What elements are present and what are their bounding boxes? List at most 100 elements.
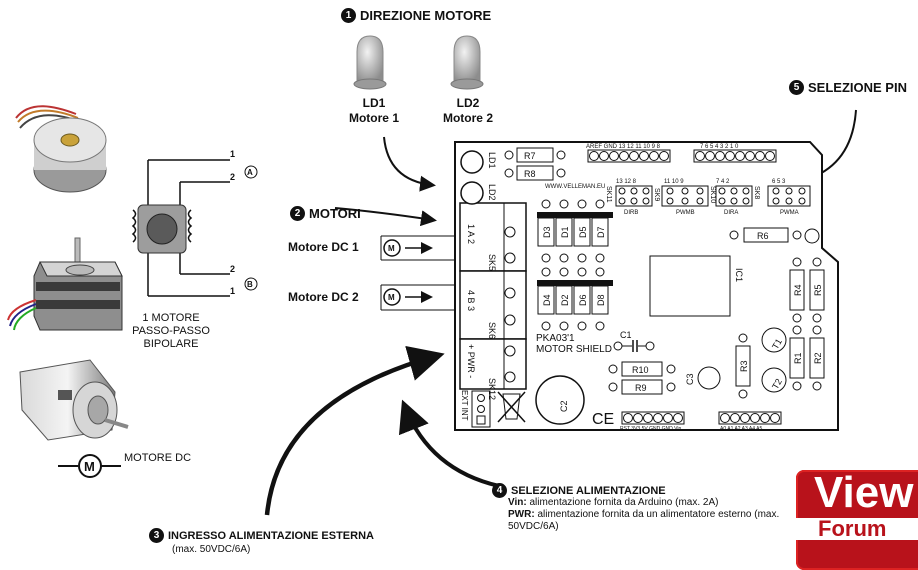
pcb-sk5-pins: 1 A 2 [466, 224, 476, 244]
section-4-number: 4 [492, 483, 507, 498]
view-forum-button[interactable]: View Forum [796, 470, 918, 570]
section-3-note: (max. 50VDC/6A) [172, 544, 251, 555]
stepper-motor-large-image [7, 237, 123, 331]
section-4-description: Vin: alimentazione fornita da Arduino (m… [508, 497, 793, 533]
dc-m-symbol-text: M [84, 459, 95, 474]
pcb-ext-int: EXT INT [460, 390, 469, 421]
pcb-label-sk12: SK12 [487, 378, 497, 400]
led-ld1-image [353, 35, 387, 90]
pcb-label-ic1: IC1 [734, 268, 744, 282]
pcb-label-d3: D3 [542, 226, 552, 238]
stepper-caption-line2: PASSO-PASSO [132, 325, 210, 337]
pcb-label-c3: C3 [685, 373, 695, 385]
motor-shield-diagram: R7 R8 R6 R10 R9 R4 R5 R1 R2 R3 D3 D1 D5 … [7, 35, 857, 516]
pcb-label-c1: C1 [620, 330, 632, 340]
view-forum-line2: Forum [796, 518, 918, 540]
pcb-label-r4: R4 [793, 284, 803, 296]
coil-a-label: A [247, 168, 253, 177]
pcb-label-r6: R6 [757, 231, 769, 241]
stepper-caption: 1 MOTORE PASSO-PASSO BIPOLARE [126, 312, 216, 351]
stepper-pin-1-bottom: 1 [230, 286, 235, 296]
pcb-label-r9: R9 [635, 383, 647, 393]
stepper-motor-small-image [15, 105, 107, 193]
pcb-label-d1: D1 [560, 226, 570, 238]
pcb-label-d6: D6 [578, 294, 588, 306]
section-5-header: 5 SELEZIONE PIN [789, 80, 907, 95]
pcb-label-d5: D5 [578, 226, 588, 238]
section-4-title: SELEZIONE ALIMENTAZIONE [511, 484, 666, 497]
dc1-m-symbol-text: M [388, 244, 395, 253]
stepper-caption-line3: BIPOLARE [143, 338, 199, 350]
pcb-pinsel-label-pwma: PWMA [780, 210, 799, 216]
pwr-text: alimentazione fornita da un alimentatore… [508, 509, 780, 532]
pcb-label-r7: R7 [524, 151, 536, 161]
led-ld2-motor: Motore 2 [442, 111, 493, 125]
pwr-key: PWR: [508, 509, 535, 520]
section-3-number: 3 [149, 528, 164, 543]
pcb-board [454, 141, 839, 431]
motor-dc2-symbol [380, 284, 460, 311]
dc-motor-image [19, 359, 129, 441]
pcb-label-c2: C2 [559, 400, 569, 412]
arrow-leds [383, 136, 436, 192]
section-3-header: 3 INGRESSO ALIMENTAZIONE ESTERNA [149, 528, 374, 543]
pcb-pinsel-label-pwmb: PWMB [676, 210, 695, 216]
pcb-header-top-left: AREF GND 13 12 11 10 9 8 [586, 144, 661, 150]
pcb-label-r5: R5 [813, 284, 823, 296]
pcb-label-ld1: LD1 [487, 152, 497, 169]
pcb-pinsel-num-1: 13 12 8 [616, 179, 637, 185]
dc-motor-caption: MOTORE DC [124, 452, 192, 464]
led-ld2-label: LD2 Motore 2 [436, 96, 500, 126]
led-ld1-motor: Motore 1 [348, 111, 399, 125]
pcb-sk12-pins: + PWR - [466, 344, 476, 378]
pcb-pinsel-num-3: 7 4 2 [716, 179, 730, 185]
dc2-m-symbol-text: M [388, 293, 395, 302]
section-2-header: 2 MOTORI [290, 206, 361, 221]
pcb-label-d7: D7 [596, 226, 606, 238]
section-1-title: DIREZIONE MOTORE [360, 8, 492, 23]
pcb-label-r2: R2 [813, 352, 823, 364]
led-ld2-id: LD2 [456, 96, 480, 110]
section-5-number: 5 [789, 80, 804, 95]
motor-dc1-symbol [380, 235, 460, 261]
vin-text: alimentazione fornita da Arduino (max. 2… [529, 497, 719, 508]
pcb-label-t1: T1 [770, 337, 784, 351]
pcb-website: WWW.VELLEMAN.EU [545, 184, 605, 190]
stepper-pin-1-top: 1 [230, 149, 235, 159]
pcb-name-line1: PKA03'1 [536, 333, 575, 344]
stepper-pin-2-top: 2 [230, 172, 235, 182]
pcb-name-line2: MOTOR SHIELD [536, 344, 612, 355]
section-2-title: MOTORI [309, 206, 361, 221]
vin-key: Vin: [508, 497, 527, 508]
pcb-pinsel-num-2: 11 10 9 [664, 179, 684, 185]
pcb-label-sk10: SK10 [709, 186, 716, 203]
pcb-label-d2: D2 [560, 294, 570, 306]
stepper-pin-2-bottom: 2 [230, 264, 235, 274]
motor-dc1-label: Motore DC 1 [288, 240, 359, 254]
pcb-label-t2: T2 [770, 377, 784, 391]
section-3-title: INGRESSO ALIMENTAZIONE ESTERNA [168, 529, 374, 542]
pcb-label-r1: R1 [793, 352, 803, 364]
coil-b-label: B [247, 280, 253, 289]
arrow-ext-power [264, 345, 445, 516]
pcb-header-bottom-left: RST 3V3 5V GND GND Vin [620, 426, 681, 432]
pcb-label-d4: D4 [542, 294, 552, 306]
pcb-pinsel-label-dira: DIRA [724, 210, 738, 216]
pcb-label-sk11: SK11 [605, 186, 612, 203]
pcb-label-sk8: SK8 [753, 186, 760, 199]
pcb-label-sk6: SK6 [487, 322, 497, 339]
pcb-label-r10: R10 [632, 365, 649, 375]
pcb-label-r8: R8 [524, 169, 536, 179]
stepper-caption-line1: 1 MOTORE [142, 312, 200, 324]
view-forum-line1: View [814, 470, 914, 517]
pcb-sk6-pins: 4 B 3 [466, 290, 476, 311]
led-ld2-image [450, 35, 484, 90]
pcb-ce-mark: CE [592, 411, 614, 428]
motor-dc2-label: Motore DC 2 [288, 290, 359, 304]
led-ld1-label: LD1 Motore 1 [344, 96, 404, 126]
bipolar-stepper-schematic [131, 159, 258, 297]
arrow-motors [334, 207, 437, 227]
section-5-title: SELEZIONE PIN [808, 80, 907, 95]
pcb-label-d8: D8 [596, 294, 606, 306]
section-2-number: 2 [290, 206, 305, 221]
